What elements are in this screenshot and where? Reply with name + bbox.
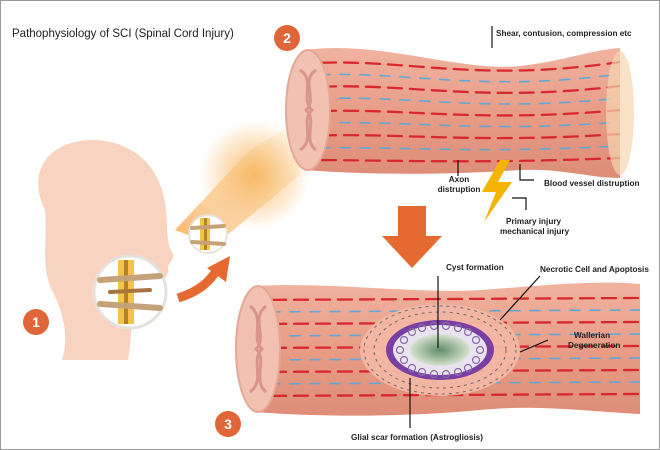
label-axon-2: distruption — [438, 185, 481, 194]
curved-arrow — [178, 268, 218, 298]
label-necrotic: Necrotic Cell and Apoptosis — [540, 265, 649, 274]
neck-spine-detail — [94, 256, 166, 328]
spinal-cord-injured — [286, 48, 634, 178]
zoom-circle — [189, 215, 227, 253]
label-primary-2: mechanical injury — [500, 227, 570, 236]
label-wallerian-1: Wallerian — [574, 331, 610, 340]
head-silhouette — [38, 140, 173, 360]
label-cyst: Cyst formation — [446, 263, 504, 272]
label-wallerian-2: Degeneration — [568, 341, 620, 350]
step-1-number: 1 — [32, 314, 40, 330]
down-arrow — [382, 206, 442, 268]
label-primary-1: Primary injury — [506, 217, 562, 226]
cyst-core — [410, 334, 470, 366]
step-2-number: 2 — [283, 30, 291, 46]
diagram-title: Pathophysiology of SCI (Spinal Cord Inju… — [12, 28, 234, 40]
label-glial: Glial scar formation (Astrogliosis) — [351, 433, 483, 442]
label-axon-1: Axon — [449, 175, 469, 184]
step-3-number: 3 — [224, 416, 232, 432]
label-shear: Shear, contusion, compression etc — [496, 29, 632, 38]
label-blood-vessel: Blood vessel distruption — [544, 179, 640, 188]
